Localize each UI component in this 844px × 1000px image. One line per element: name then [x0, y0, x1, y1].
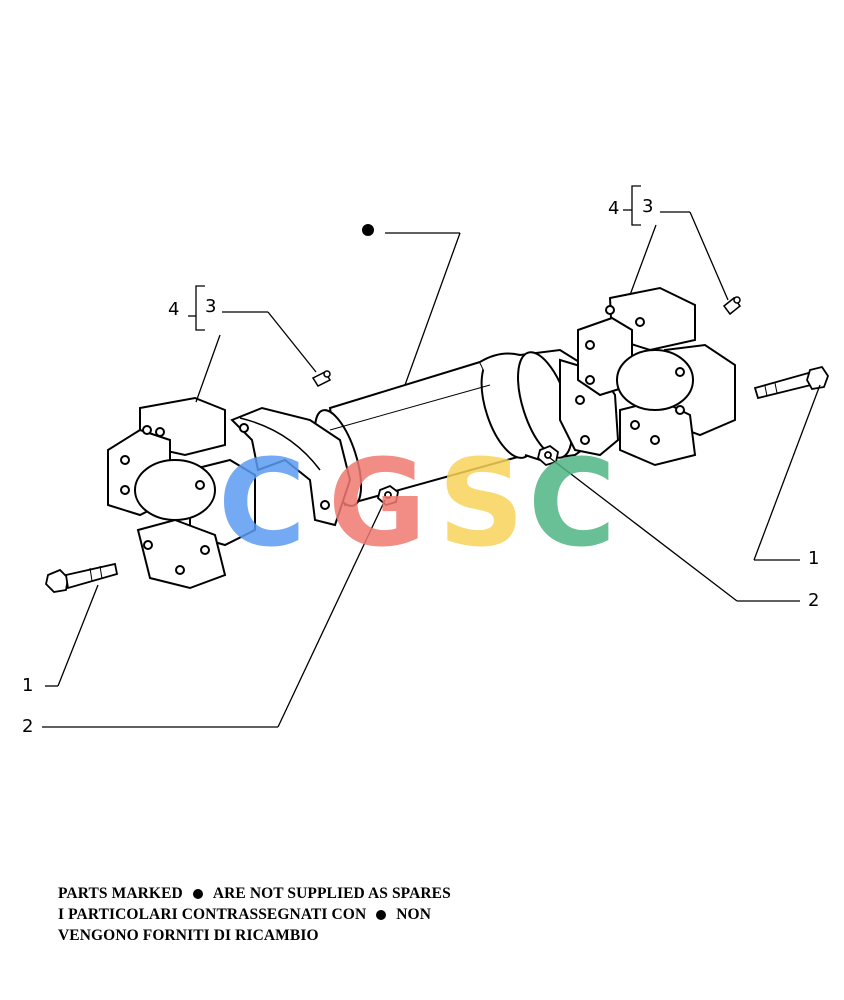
left-universal-joint: [107, 396, 256, 590]
left-bolt: [45, 562, 119, 593]
callout-left-1: 1: [22, 675, 33, 696]
watermark-letter-3: S: [438, 435, 524, 574]
watermark-letter-1: C: [218, 435, 306, 574]
leader-lines: [42, 185, 821, 728]
watermark-letter-2: G: [328, 435, 427, 574]
not-supplied-marker-dot: [362, 224, 374, 236]
watermark-logo: C G S C: [218, 435, 616, 574]
callout-left-4: 4: [168, 299, 179, 320]
note-line-1: PARTS MARKED ARE NOT SUPPLIED AS SPARES: [58, 883, 451, 904]
bullet-marker-icon: [192, 888, 203, 899]
note-line-2-end: NON: [396, 906, 431, 923]
callout-right-2: 2: [808, 590, 819, 611]
note-line-1-start: PARTS MARKED: [58, 885, 183, 902]
nut-left: [376, 484, 399, 507]
callout-right-1: 1: [808, 548, 819, 569]
note-line-2: I PARTICOLARI CONTRASSEGNATI CON NON: [58, 904, 451, 925]
right-universal-joint: [577, 286, 736, 467]
note-line-1-end: ARE NOT SUPPLIED AS SPARES: [212, 885, 451, 902]
note-line-3: VENGONO FORNITI DI RICAMBIO: [58, 927, 319, 944]
grease-nipple-left: [311, 370, 332, 387]
bullet-marker-icon: [376, 909, 387, 920]
note-line-2-start: I PARTICOLARI CONTRASSEGNATI CON: [58, 906, 367, 923]
spares-note: PARTS MARKED ARE NOT SUPPLIED AS SPARES I…: [58, 883, 451, 946]
callout-right-4: 4: [608, 198, 619, 219]
watermark-letter-4: C: [528, 435, 616, 574]
grease-nipple-right: [722, 296, 742, 316]
right-bolt: [753, 365, 830, 400]
callout-left-2: 2: [22, 716, 33, 737]
callout-left-3: 3: [205, 296, 216, 317]
callout-right-3: 3: [642, 196, 653, 217]
left-yoke: [230, 406, 352, 527]
